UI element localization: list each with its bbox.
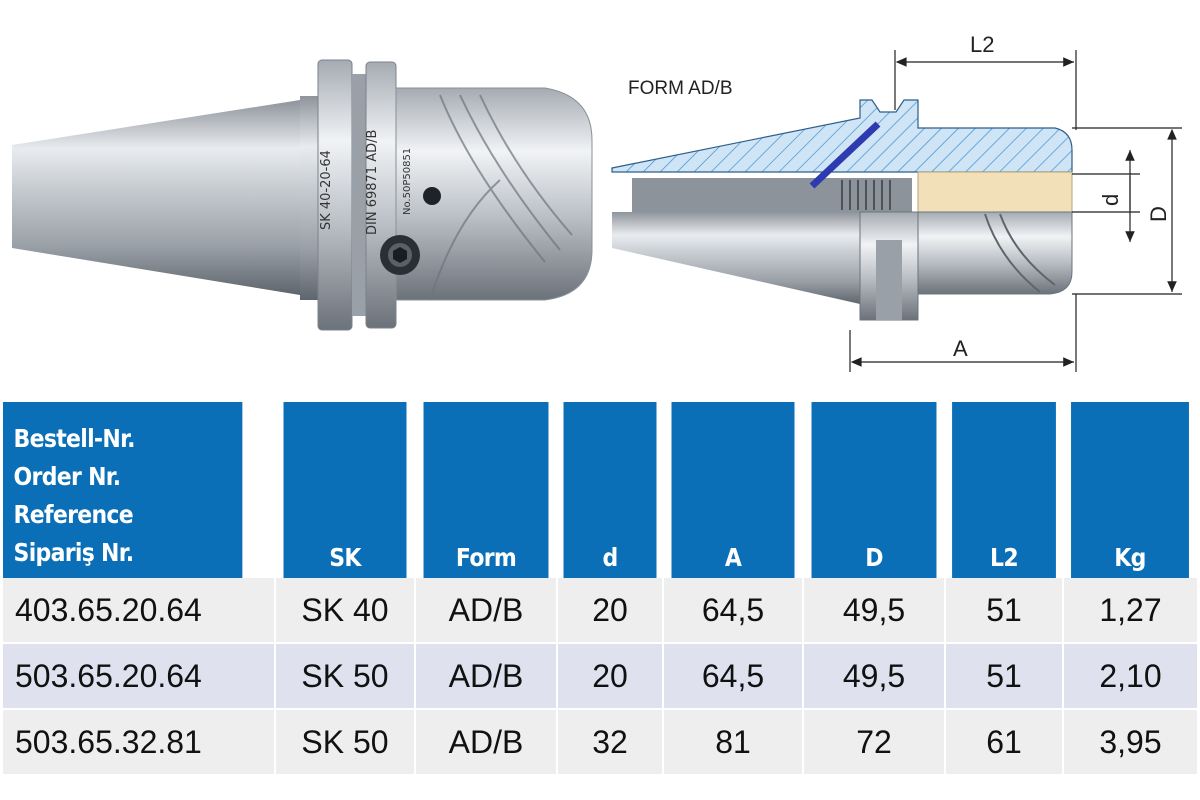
chuck-lower bbox=[917, 211, 1073, 295]
cell-order-number: 503.65.32.81 bbox=[3, 709, 275, 776]
coolant-channel bbox=[809, 121, 881, 189]
dim-label-l2: L2 bbox=[970, 32, 994, 57]
cell-sk: SK 50 bbox=[274, 709, 415, 776]
table-row: 503.65.20.64 SK 50 AD/B 20 64,5 49,5 51 … bbox=[3, 643, 1197, 710]
holder-illustration: SK 40-20-64 DIN 69871 AD/B No.50P50851 bbox=[12, 59, 593, 331]
figure-svg: SK 40-20-64 DIN 69871 AD/B No.50P50851 F… bbox=[12, 32, 1182, 372]
inner-bore bbox=[632, 178, 912, 212]
header-order-line: Reference bbox=[13, 500, 134, 529]
cell-sk: SK 50 bbox=[274, 643, 415, 710]
chuck-grooves bbox=[429, 94, 573, 301]
cell-form: AD/B bbox=[414, 643, 557, 710]
dim-label-d-large: D bbox=[1146, 206, 1171, 222]
table-header-row: Bestell-Nr. Order Nr. Reference Sipariş … bbox=[3, 402, 1197, 578]
cell-l2: 51 bbox=[944, 643, 1063, 710]
cell-l2: 61 bbox=[944, 709, 1063, 776]
form-label: FORM AD/B bbox=[628, 78, 733, 99]
chuck-lower-grooves bbox=[984, 213, 1056, 293]
cell-d-small: 32 bbox=[556, 709, 663, 776]
cell-form: AD/B bbox=[414, 578, 557, 644]
cell-sk: SK 40 bbox=[274, 578, 415, 644]
dim-label-d-small: d bbox=[1098, 194, 1123, 206]
header-a: A bbox=[671, 402, 795, 578]
header-order-line: Sipariş Nr. bbox=[13, 538, 135, 567]
shank-marking-2: DIN 69871 AD/B bbox=[365, 130, 380, 235]
header-kg: Kg bbox=[1071, 402, 1189, 578]
shank-marking-1: SK 40-20-64 bbox=[319, 150, 334, 230]
thread-lines bbox=[841, 180, 891, 210]
bore-insert bbox=[917, 171, 1073, 213]
cell-order-number: 403.65.20.64 bbox=[3, 578, 275, 644]
flange-groove bbox=[352, 74, 366, 316]
hatched-section bbox=[611, 99, 1073, 173]
cell-l2: 51 bbox=[944, 578, 1063, 644]
shank-marking-3: No.50P50851 bbox=[402, 148, 413, 215]
dimension-lines bbox=[849, 50, 1182, 372]
header-d-large: D bbox=[811, 402, 937, 578]
header-order-line: Order Nr. bbox=[13, 462, 122, 491]
header-order-number: Bestell-Nr. Order Nr. Reference Sipariş … bbox=[3, 402, 243, 578]
cell-a: 81 bbox=[662, 709, 803, 776]
header-sk: SK bbox=[283, 402, 407, 578]
cell-a: 64,5 bbox=[662, 578, 803, 644]
dim-label-a: A bbox=[953, 336, 968, 361]
cell-d-large: 49,5 bbox=[802, 643, 945, 710]
cell-d-large: 72 bbox=[802, 709, 945, 776]
table-row: 503.65.32.81 SK 50 AD/B 32 81 72 61 3,95 bbox=[3, 709, 1197, 776]
cell-form: AD/B bbox=[414, 709, 557, 776]
header-order-line: Bestell-Nr. bbox=[13, 424, 136, 453]
table-row: 403.65.20.64 SK 40 AD/B 20 64,5 49,5 51 … bbox=[3, 578, 1197, 644]
header-l2: L2 bbox=[952, 402, 1056, 578]
cell-order-number: 503.65.20.64 bbox=[3, 643, 275, 710]
cell-d-small: 20 bbox=[556, 578, 663, 644]
product-figure: SK 40-20-64 DIN 69871 AD/B No.50P50851 F… bbox=[12, 32, 1182, 372]
cell-kg: 3,95 bbox=[1062, 709, 1197, 776]
cell-kg: 2,10 bbox=[1062, 643, 1197, 710]
spec-table: Bestell-Nr. Order Nr. Reference Sipariş … bbox=[3, 402, 1197, 776]
cell-a: 64,5 bbox=[662, 643, 803, 710]
screw-hole-icon bbox=[423, 187, 441, 205]
taper-shank bbox=[12, 100, 300, 295]
clamping-screw-icon bbox=[380, 235, 420, 275]
taper-lower bbox=[612, 212, 860, 304]
cell-d-small: 20 bbox=[556, 643, 663, 710]
flange-lower-groove bbox=[876, 240, 902, 320]
cell-d-large: 49,5 bbox=[802, 578, 945, 644]
shank-collar bbox=[300, 96, 318, 300]
cell-kg: 1,27 bbox=[1062, 578, 1197, 644]
header-form: Form bbox=[423, 402, 549, 578]
header-d-small: d bbox=[563, 402, 657, 578]
section-drawing: FORM AD/B bbox=[611, 32, 1182, 372]
